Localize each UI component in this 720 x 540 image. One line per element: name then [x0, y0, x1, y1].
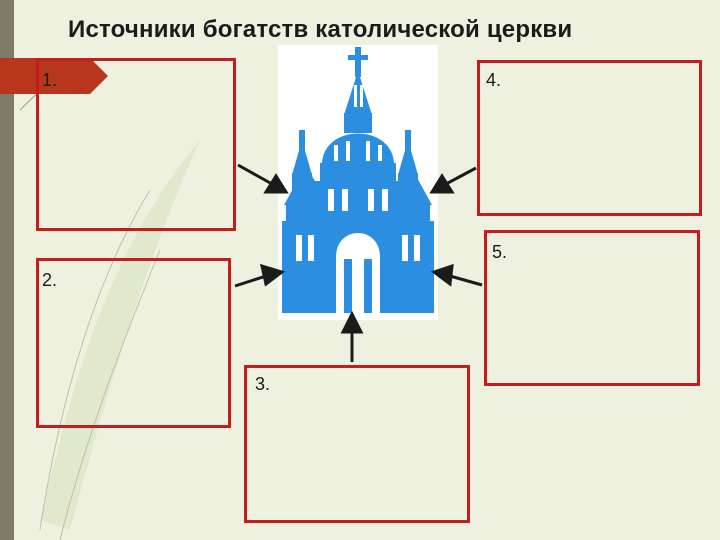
- source-box-3-label: 3.: [255, 374, 271, 394]
- source-box-2: [36, 258, 231, 428]
- left-rail: [0, 0, 14, 540]
- source-box-1: [36, 58, 236, 231]
- source-box-1-label: 1.: [42, 70, 58, 90]
- arrow-icon-1: [237, 163, 289, 194]
- source-box-5: [484, 230, 700, 386]
- cathedral-icon: [278, 45, 438, 320]
- source-box-3: [244, 365, 470, 523]
- source-box-5-label: 5.: [492, 242, 508, 262]
- arrow-icon-3: [340, 310, 364, 362]
- source-box-2-label: 2.: [42, 270, 58, 290]
- source-box-4-label: 4.: [486, 70, 502, 90]
- source-box-4: [477, 60, 702, 216]
- slide-title: Источники богатств католической церкви: [68, 16, 573, 43]
- arrow-icon-5: [430, 263, 483, 287]
- arrow-icon-2: [234, 263, 286, 288]
- number-tag: [0, 58, 108, 94]
- arrow-icon-4: [429, 166, 477, 194]
